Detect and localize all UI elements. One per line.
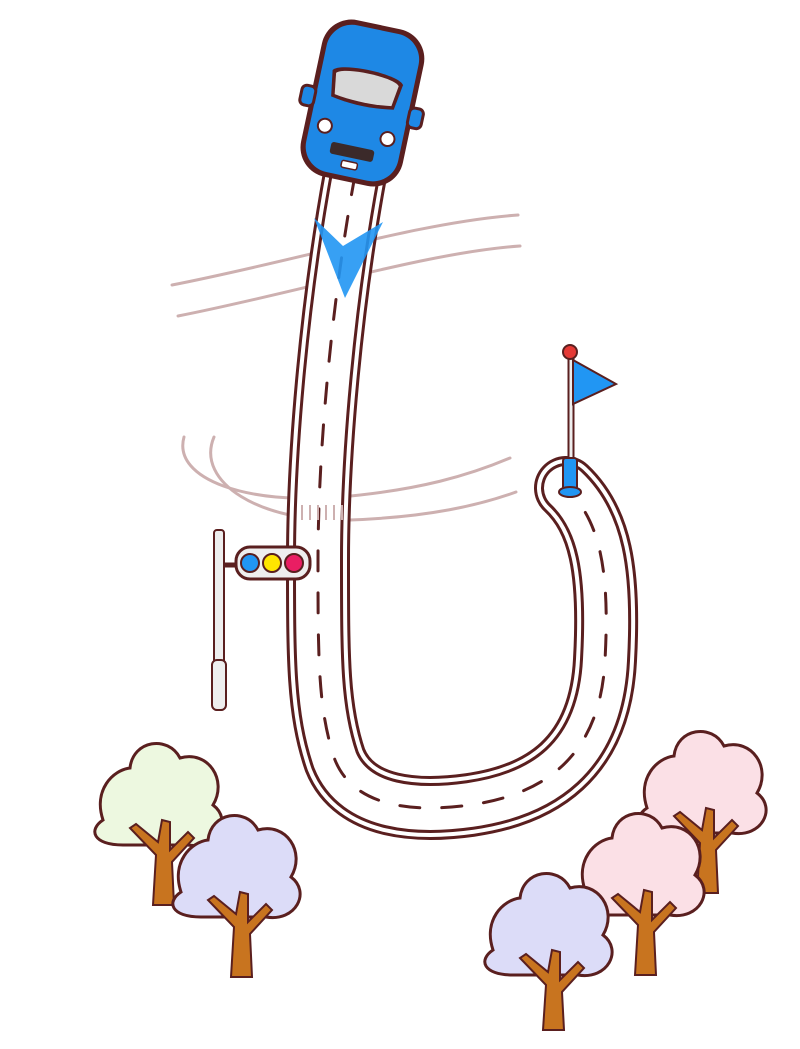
lamp-yellow: [262, 553, 282, 573]
road-center-dashes: [316, 173, 608, 810]
traffic-light-icon: [211, 529, 312, 711]
tree-icon: [483, 872, 614, 1031]
tree-icon: [93, 742, 224, 906]
lamp-blue: [240, 553, 260, 573]
tree-icon: [575, 812, 706, 976]
tree-icon: [637, 730, 768, 894]
car-icon[interactable]: [285, 12, 440, 194]
tree-icon: [171, 814, 302, 978]
road: [285, 143, 639, 840]
direction-arrow-icon: [314, 218, 383, 298]
road-crosswalk: [301, 505, 343, 520]
goal-flag-icon: [558, 344, 619, 498]
lamp-red: [284, 553, 304, 573]
